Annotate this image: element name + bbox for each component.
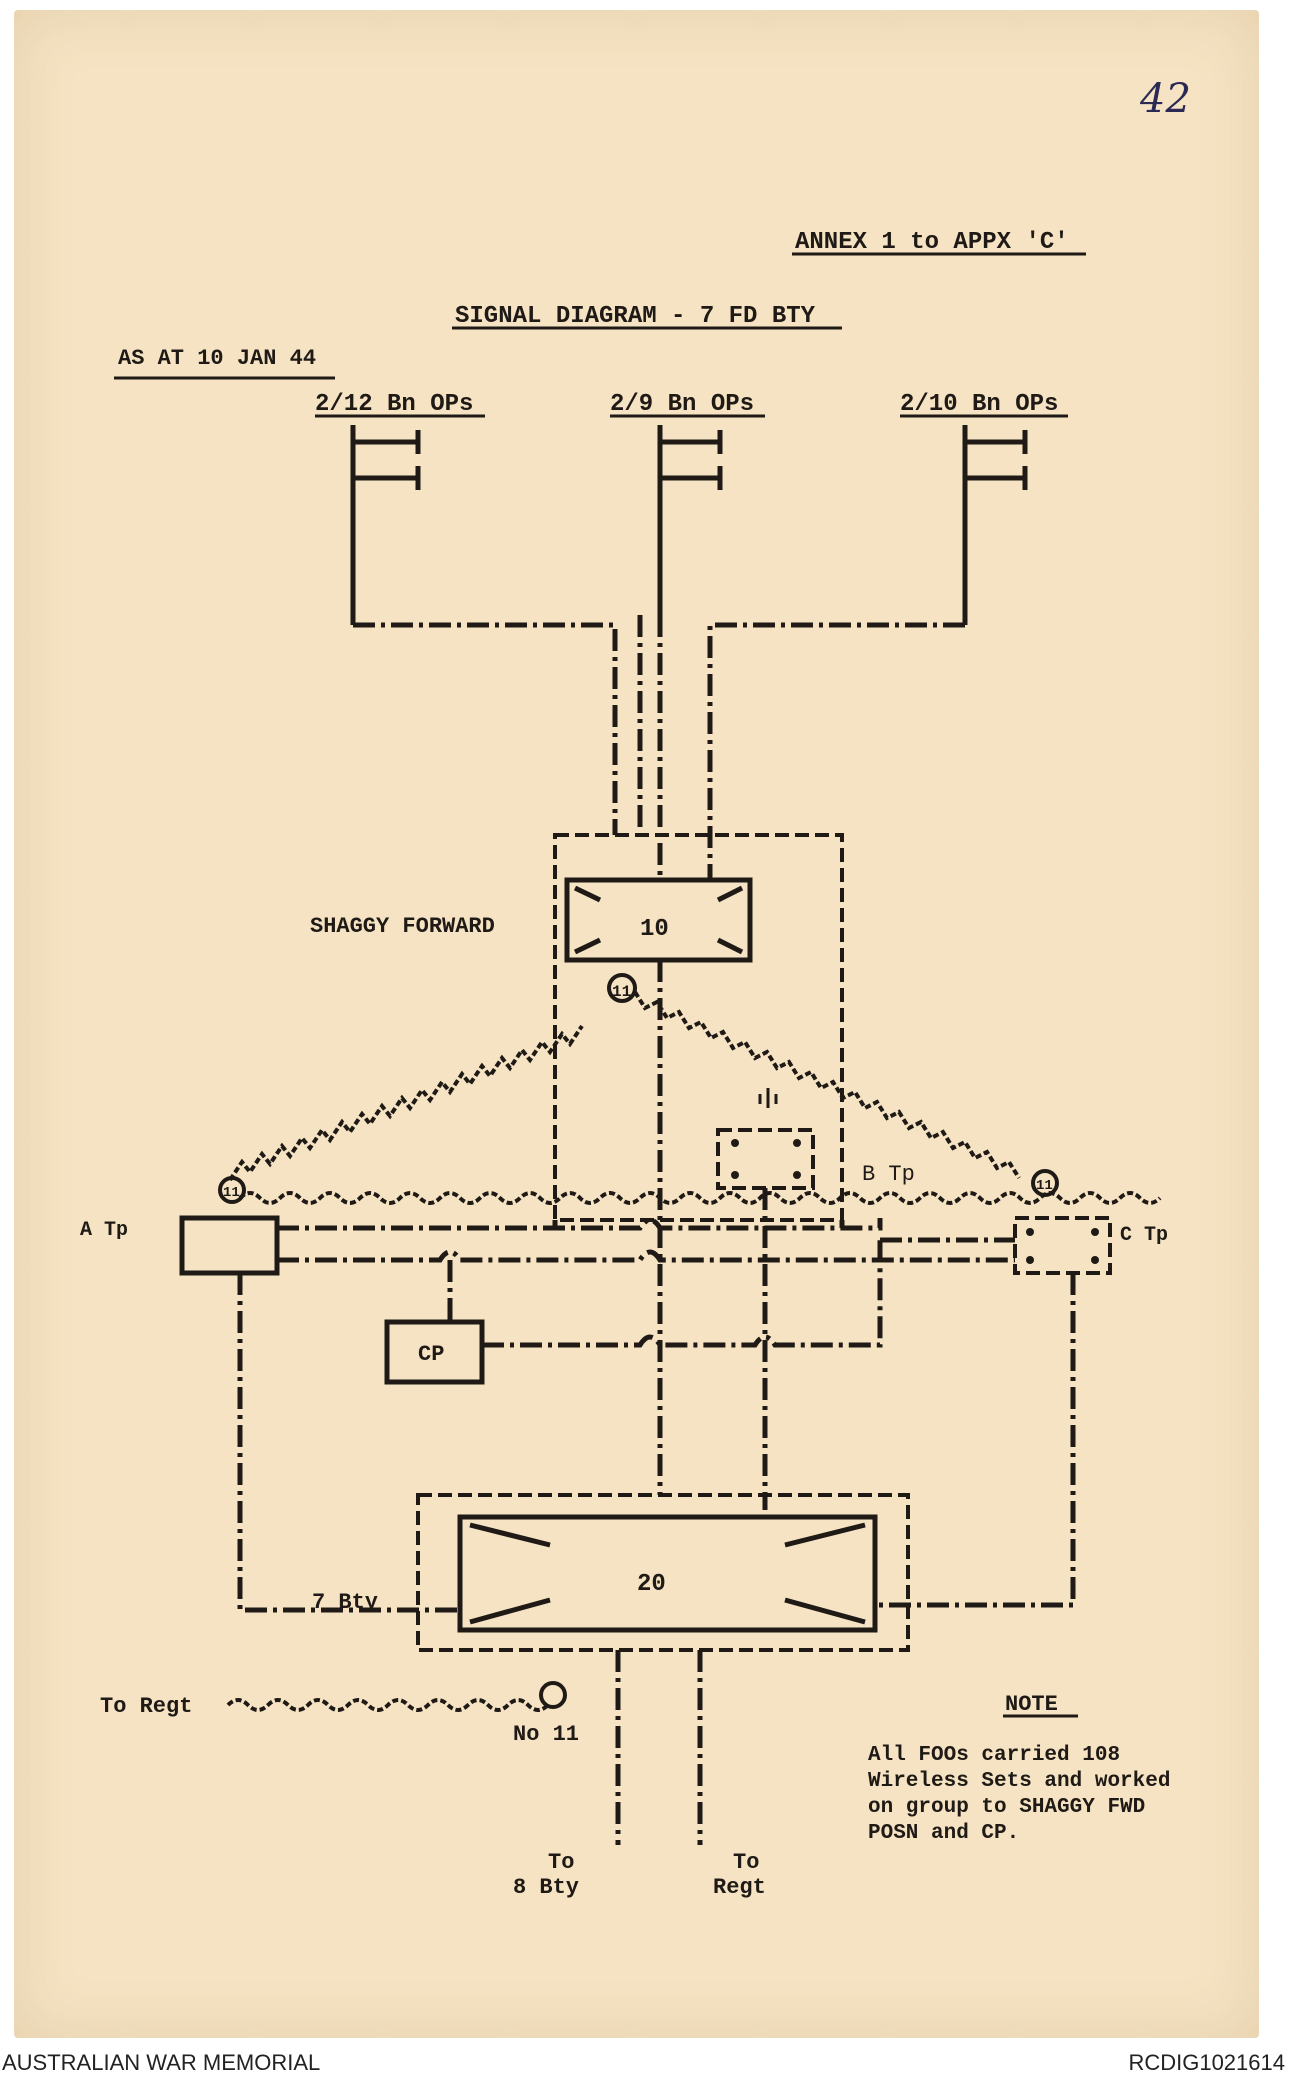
note-line-1: All FOOs carried 108	[868, 1744, 1120, 1767]
cp-box	[384, 1319, 485, 1385]
shaggy-forward-label: SHAGGY FORWARD	[310, 914, 495, 939]
cp-connections	[447, 1240, 883, 1348]
page-number: 42	[1139, 76, 1191, 122]
wireless-11-c-tp-label: 11	[1036, 1178, 1053, 1194]
op-label-2-12: 2/12 Bn OPs	[315, 391, 473, 418]
bottom-lines	[615, 1650, 703, 1845]
to-regt-bottom-line2: Regt	[713, 1875, 766, 1900]
to-regt-left-label: To Regt	[100, 1694, 192, 1719]
troop-interconnect-lines	[277, 1217, 1015, 1263]
bty7-label: 7 Bty	[312, 1590, 378, 1615]
note-heading: NOTE	[1005, 1692, 1058, 1717]
c-tp-label: C Tp	[1120, 1224, 1168, 1247]
wireless-no11-icon	[539, 1681, 567, 1709]
op-riser-2-9	[657, 425, 723, 615]
wireless-link-left	[228, 1024, 584, 1182]
shaggy-forward-enclosure	[553, 833, 844, 1222]
station-20-enclosure	[416, 1493, 910, 1652]
to-regt-bottom-line1: To	[733, 1850, 759, 1875]
paper-sheet	[14, 10, 1259, 2038]
no11-label: No 11	[513, 1722, 579, 1747]
footer-record-id: RCDIG1021614	[1128, 2050, 1285, 2075]
annex-reference: ANNEX 1 to APPX 'C'	[795, 229, 1069, 256]
b-tp-label: B Tp	[862, 1162, 915, 1187]
note-line-3: on group to SHAGGY FWD	[868, 1796, 1145, 1819]
op-label-2-10: 2/10 Bn OPs	[900, 391, 1058, 418]
to-8bty-line1: To	[548, 1850, 574, 1875]
op-riser-2-10	[962, 425, 1028, 625]
station-10-label: 10	[640, 916, 669, 943]
cp-label: CP	[418, 1342, 444, 1367]
op-riser-2-12	[350, 425, 421, 625]
note-line-2: Wireless Sets and worked	[868, 1770, 1170, 1793]
earth-icon	[758, 1088, 778, 1108]
b-tp-box	[716, 1128, 815, 1190]
wireless-11-c-tp-icon	[1031, 1169, 1059, 1197]
drops-to-station-20	[237, 960, 1076, 1613]
a-tp-box	[179, 1215, 280, 1276]
wireless-link-horizontal	[238, 1191, 1162, 1205]
wireless-link-to-regt	[226, 1698, 550, 1712]
wireless-link-right	[633, 990, 1021, 1180]
c-tp-box	[1013, 1216, 1112, 1275]
wireless-11-a-tp-label: 11	[223, 1185, 240, 1201]
station-20-box	[457, 1514, 878, 1633]
date-line: AS AT 10 JAN 44	[118, 346, 316, 371]
station-20-label: 20	[637, 1571, 666, 1598]
wireless-11-top-label: 11	[612, 983, 631, 1001]
footer-institution: AUSTRALIAN WAR MEMORIAL	[2, 2050, 321, 2075]
wireless-11-a-tp-icon	[218, 1176, 246, 1204]
to-8bty-line2: 8 Bty	[513, 1875, 579, 1900]
a-tp-label: A Tp	[80, 1219, 128, 1242]
wireless-11-top-icon	[607, 973, 637, 1003]
diagram-title: SIGNAL DIAGRAM - 7 FD BTY	[455, 303, 816, 330]
note-line-4: POSN and CP.	[868, 1822, 1019, 1845]
op-label-2-9: 2/9 Bn OPs	[610, 391, 754, 418]
op-trunk-lines	[353, 615, 965, 880]
